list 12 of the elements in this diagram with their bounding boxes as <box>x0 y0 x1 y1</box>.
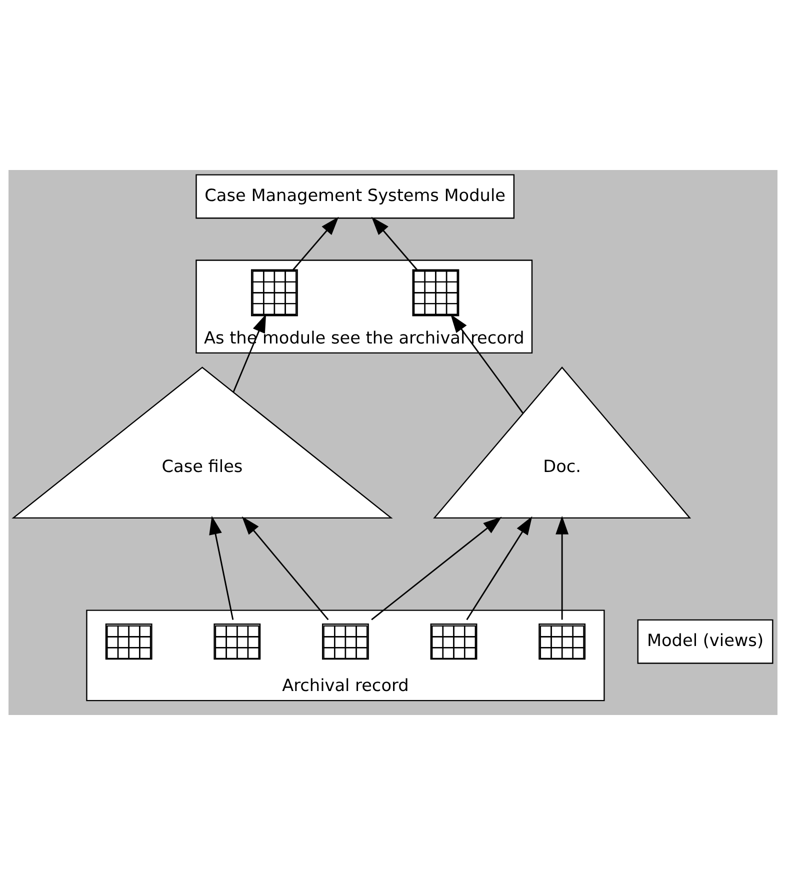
arrow <box>292 216 339 270</box>
arrow <box>466 516 532 620</box>
arrow <box>450 314 524 413</box>
arrow <box>556 515 569 620</box>
cluster: As the module see the archival record <box>196 259 533 354</box>
arrow <box>242 516 329 620</box>
node-box: Case Management Systems Module <box>196 174 515 218</box>
node-box: Model (views) <box>637 618 774 664</box>
cluster: Archival record <box>86 609 605 701</box>
arrow <box>371 216 418 270</box>
arrow <box>232 313 266 392</box>
arrow <box>209 515 234 620</box>
